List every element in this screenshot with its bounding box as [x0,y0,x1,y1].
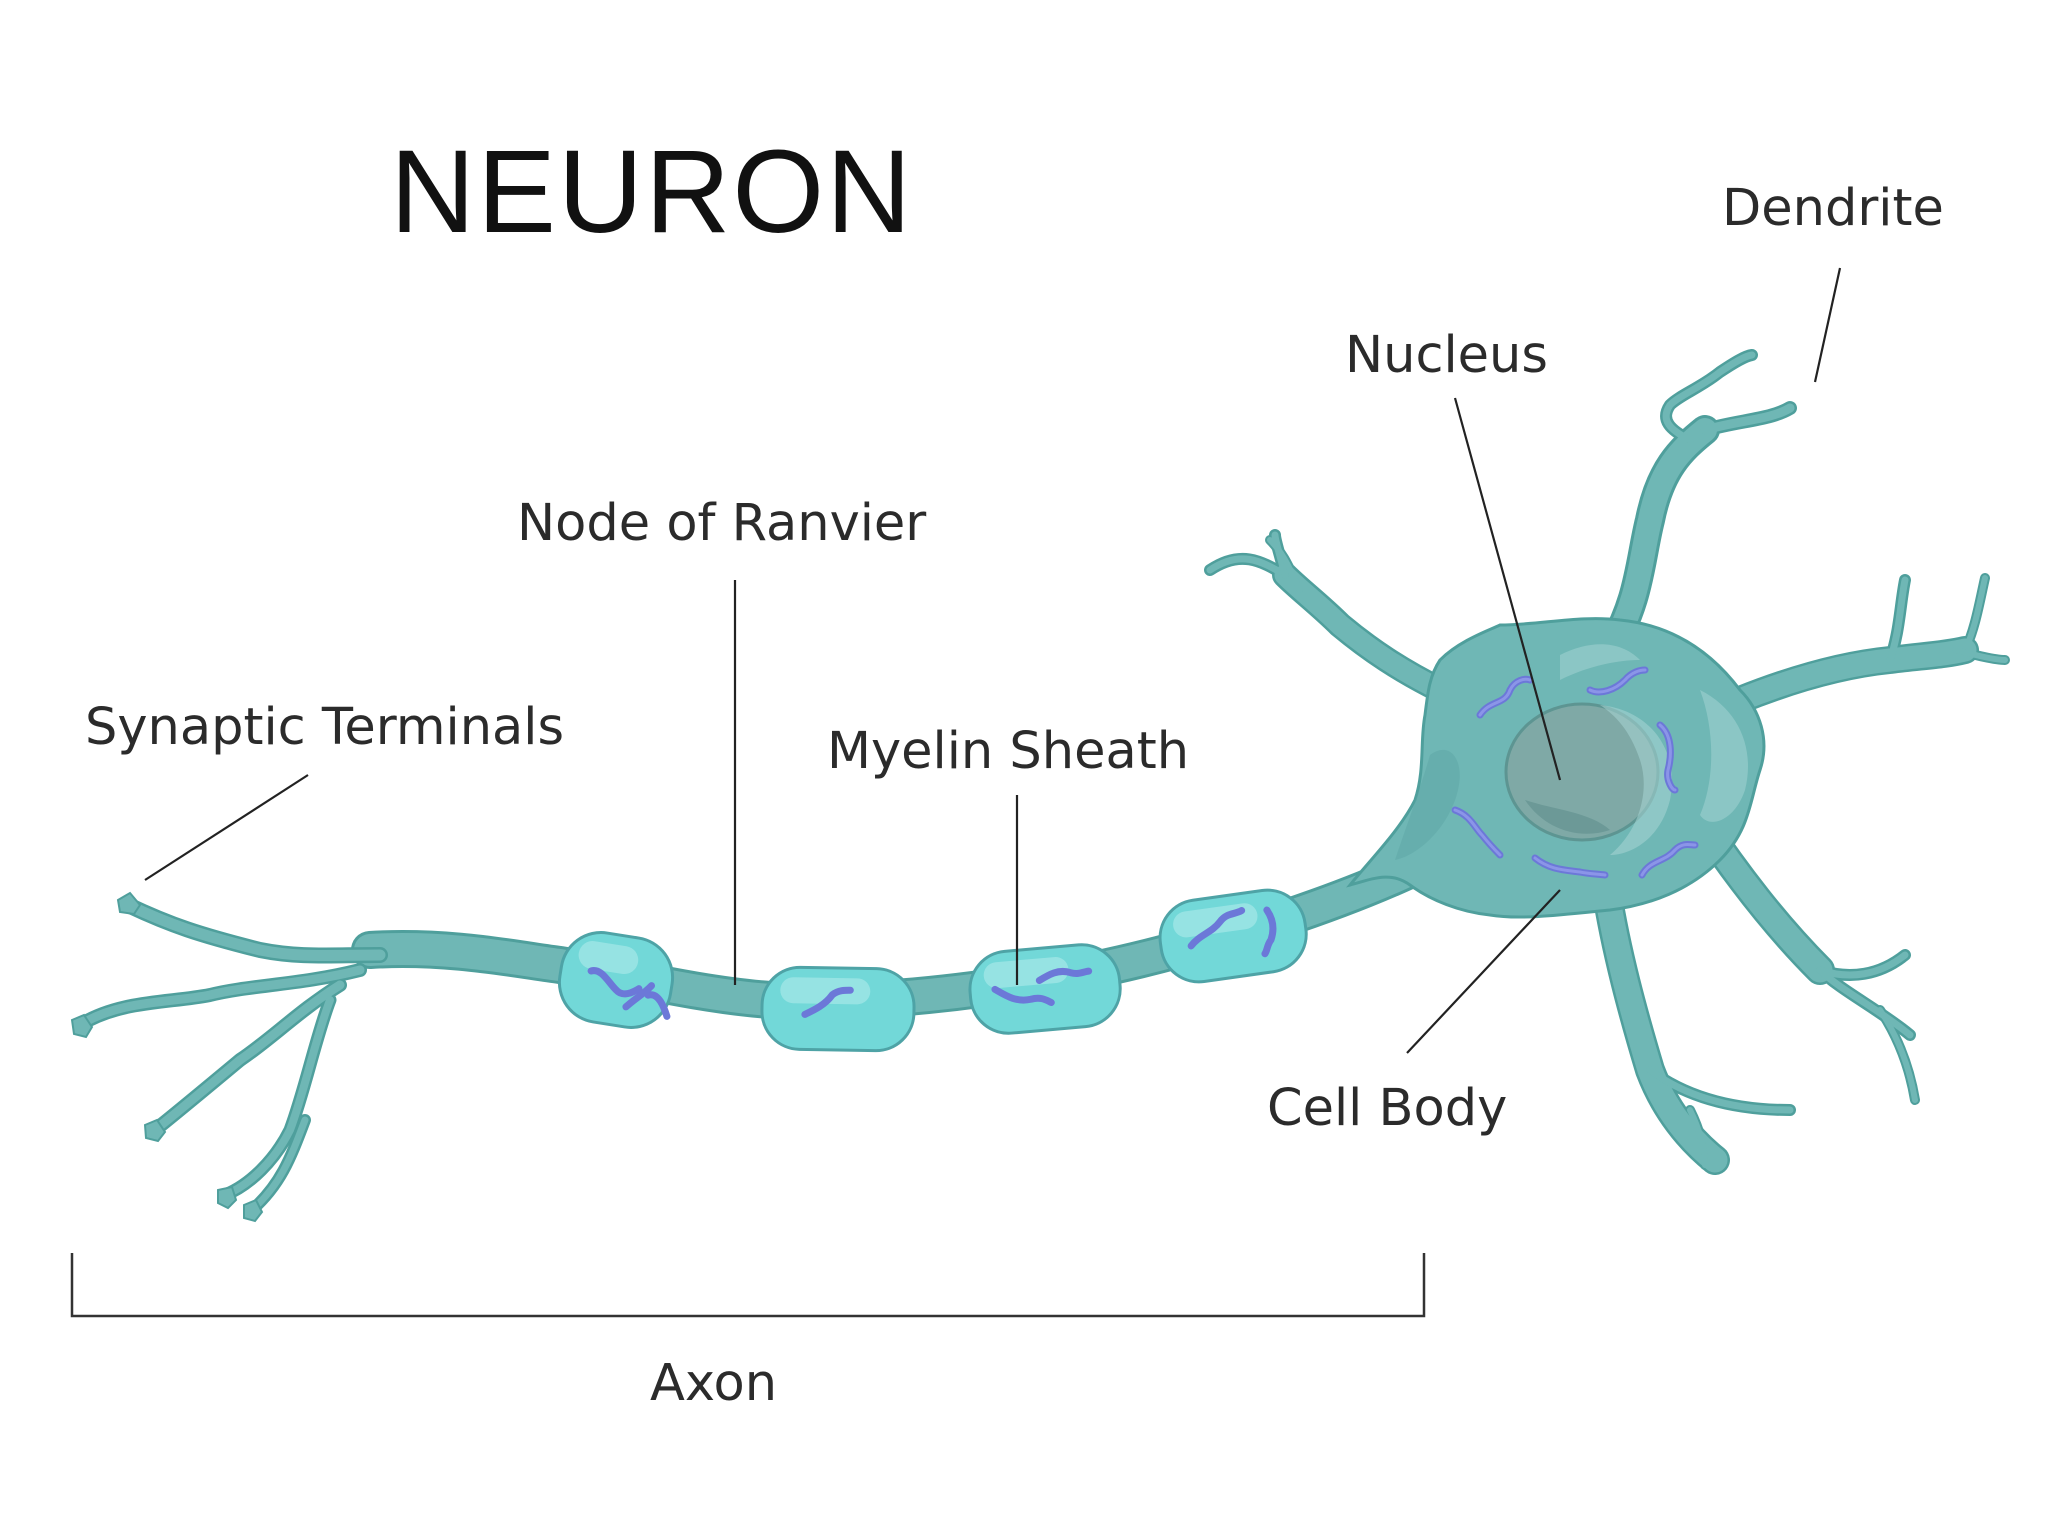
synaptic-terminals [70,891,388,1223]
leader-lines [144,267,1842,1054]
labels: Dendrite Nucleus Node of Ranvier Synapti… [85,179,1944,1413]
organelles [1451,666,1699,879]
label-cell-body: Cell Body [1267,1079,1507,1138]
label-dendrite: Dendrite [1722,179,1944,238]
myelin-segment [968,943,1122,1035]
axon-bracket [70,1253,1426,1318]
myelin-segment [760,965,916,1053]
diagram-title: NEURON [390,126,913,258]
leader-nucleus [1453,397,1562,781]
leader-cell-body [1406,889,1561,1054]
terminal-bouton [217,1185,238,1210]
label-myelin-sheath: Myelin Sheath [827,722,1189,781]
nucleus [1504,702,1672,855]
label-synaptic-terminals: Synaptic Terminals [85,698,564,757]
myelin-sheath [557,888,1308,1053]
label-nucleus: Nucleus [1345,326,1548,385]
myelin-segment [557,931,675,1029]
myelin-segment [1158,888,1308,984]
terminal-bouton [143,1118,167,1143]
label-node-of-ranvier: Node of Ranvier [517,494,926,553]
label-axon: Axon [650,1354,777,1413]
leader-dendrite [1813,267,1842,383]
terminal-bouton [243,1198,264,1223]
terminal-bouton [116,891,142,916]
terminal-bouton [70,1013,94,1039]
leader-synaptic-terminals [144,774,309,881]
